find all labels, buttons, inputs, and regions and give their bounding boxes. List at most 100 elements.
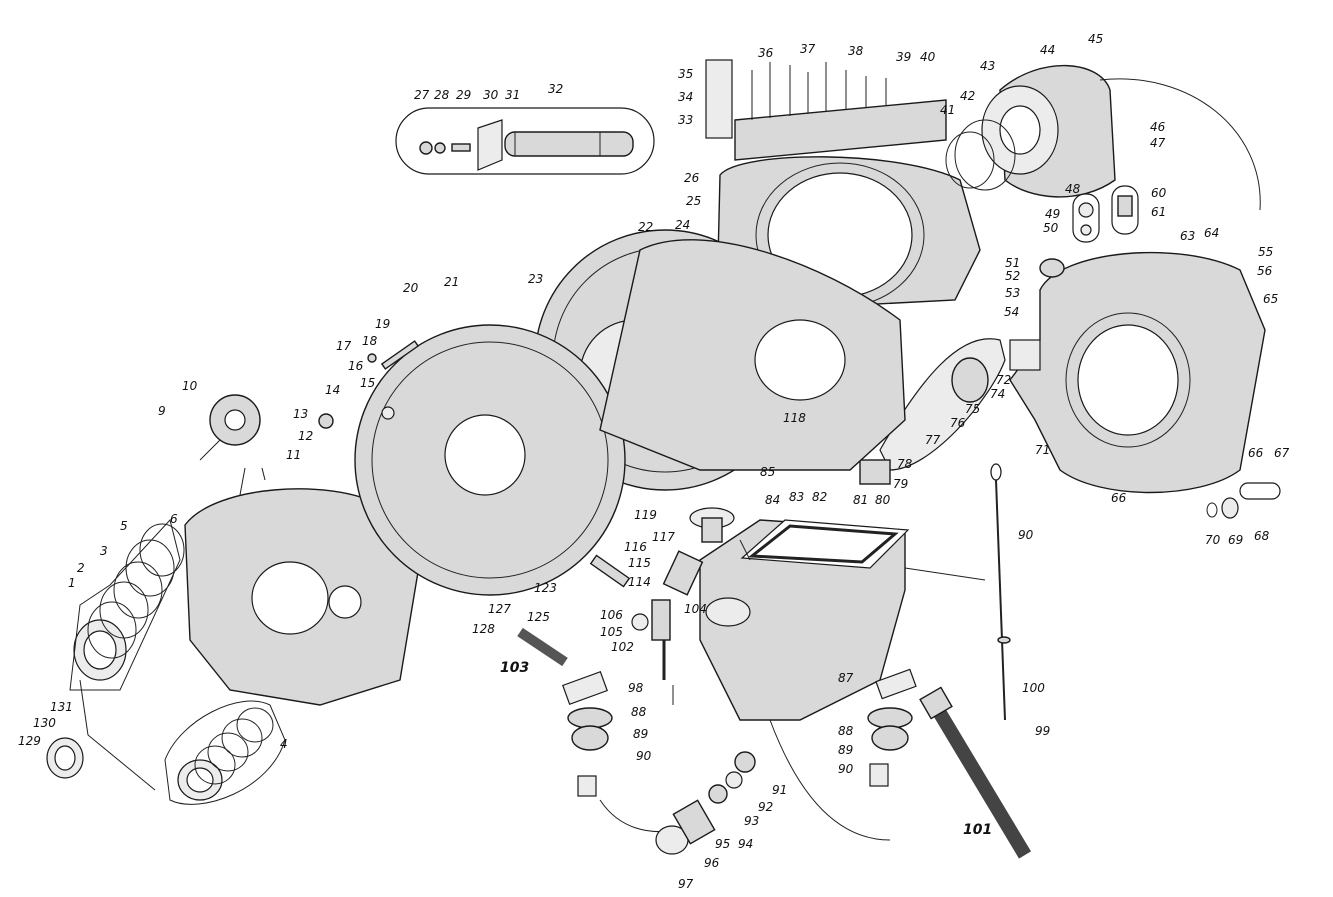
bushing-131-133 [46, 737, 84, 779]
callout-84: 82 [812, 490, 827, 504]
callout-92c: 90 [1018, 528, 1034, 542]
callout-102: 100 [1022, 681, 1045, 695]
callout-1: 1 [68, 576, 76, 590]
callout-91b: 89 [838, 743, 853, 757]
callout-55: 55 [1258, 245, 1273, 259]
end-housing-43-45 [945, 64, 1116, 198]
arrow-line-vertical-left [79, 679, 89, 736]
fitting-chain-114-118 [589, 550, 704, 680]
callout-5: 5 [120, 519, 128, 533]
callout-117: 115 [628, 556, 651, 570]
callout-95: 93 [744, 814, 759, 828]
callout-13: 13 [293, 407, 308, 421]
callout-127: 123 [534, 581, 557, 595]
callout-17: 17 [336, 339, 352, 353]
callout-115: 106 [600, 608, 623, 622]
small-parts-13-19 [318, 340, 420, 429]
small-parts-right [1039, 185, 1281, 519]
callout-92: 90 [636, 749, 652, 763]
callout-83: 81 [853, 493, 868, 507]
left-housing [184, 488, 421, 706]
callout-101: 99 [1035, 724, 1050, 738]
arrow-line-bushing [87, 734, 156, 791]
callout-75: 72 [996, 373, 1011, 387]
callout-128: 125 [527, 610, 550, 624]
callout-31: 31 [505, 88, 520, 102]
capsule-outline-upper-left [69, 518, 181, 691]
callout-78: 76 [950, 416, 966, 430]
callout-104: 102 [611, 640, 634, 654]
callout-35: 35 [678, 67, 693, 81]
callout-81: 79 [893, 477, 908, 491]
callout-53: 53 [1005, 286, 1020, 300]
callout-92b: 90 [838, 762, 854, 776]
callout-68: 66 [1111, 491, 1127, 505]
bracket-75-83 [859, 338, 1006, 485]
callout-34: 34 [678, 90, 693, 104]
callout-14: 14 [325, 383, 340, 397]
callout-60: 60 [1151, 186, 1167, 200]
callout-67: 65 [1263, 292, 1278, 306]
callout-39: 39 [896, 50, 911, 64]
callout-105: 103 [500, 660, 529, 676]
callout-103: 101 [963, 822, 992, 838]
callout-24: 24 [675, 218, 690, 232]
callout-96: 94 [738, 837, 753, 851]
callout-3: 3 [100, 544, 108, 558]
callout-21: 21 [444, 275, 459, 289]
callout-labels: 1 2 3 4 5 6 9 10 11 12 13 14 15 16 17 18… [18, 32, 1290, 891]
callout-11: 11 [286, 448, 301, 462]
callout-41: 41 [940, 103, 955, 117]
large-circular-plate [354, 324, 626, 596]
hose-105 [517, 627, 568, 667]
callout-118: 116 [624, 540, 647, 554]
callout-2: 2 [77, 561, 85, 575]
callout-61: 61 [1151, 205, 1166, 219]
seal-stack-upper-left [73, 523, 185, 681]
callout-54: 54 [1004, 305, 1019, 319]
callout-38: 38 [848, 44, 864, 58]
callout-40: 40 [920, 50, 936, 64]
callout-42: 42 [960, 89, 975, 103]
callout-12: 12 [298, 429, 313, 443]
oil-pan [699, 519, 910, 721]
callout-125: 119 [634, 508, 657, 522]
callout-116: 114 [628, 575, 651, 589]
inset-capsule-27-32 [395, 107, 655, 175]
callout-19: 19 [375, 317, 390, 331]
callout-100: 98 [628, 681, 644, 695]
callout-20: 20 [403, 281, 419, 295]
callout-98: 96 [704, 856, 720, 870]
callout-90b: 88 [838, 724, 854, 738]
callout-18: 18 [362, 334, 378, 348]
callout-82: 80 [875, 493, 891, 507]
callout-87: 85 [760, 465, 775, 479]
callout-91: 89 [633, 727, 648, 741]
callout-15: 15 [360, 376, 375, 390]
callout-94: 92 [758, 800, 773, 814]
filler-neck-88 [689, 507, 735, 543]
callout-50: 50 [1043, 221, 1059, 235]
callout-33: 33 [678, 113, 693, 127]
callout-28: 28 [434, 88, 450, 102]
callout-71: 69 [1228, 533, 1243, 547]
callout-43: 43 [980, 59, 995, 73]
callout-51: 51 [1005, 256, 1020, 270]
callout-26: 26 [684, 171, 700, 185]
callout-47: 47 [1150, 136, 1166, 150]
callout-27: 27 [414, 88, 430, 102]
callout-123: 118 [783, 411, 806, 425]
callout-32: 32 [548, 82, 563, 96]
valve-body-top [705, 59, 947, 161]
callout-106: 104 [684, 602, 707, 616]
callout-64: 64 [1204, 226, 1219, 240]
callout-130: 128 [472, 622, 495, 636]
callout-132: 130 [33, 716, 56, 730]
callout-93: 91 [772, 783, 787, 797]
hose-103 [919, 686, 1032, 859]
callout-48: 48 [1065, 182, 1081, 196]
callout-23: 23 [528, 272, 543, 286]
sprocket-gear-10 [199, 394, 261, 461]
callout-6: 6 [170, 512, 178, 526]
right-housing [1009, 251, 1266, 494]
